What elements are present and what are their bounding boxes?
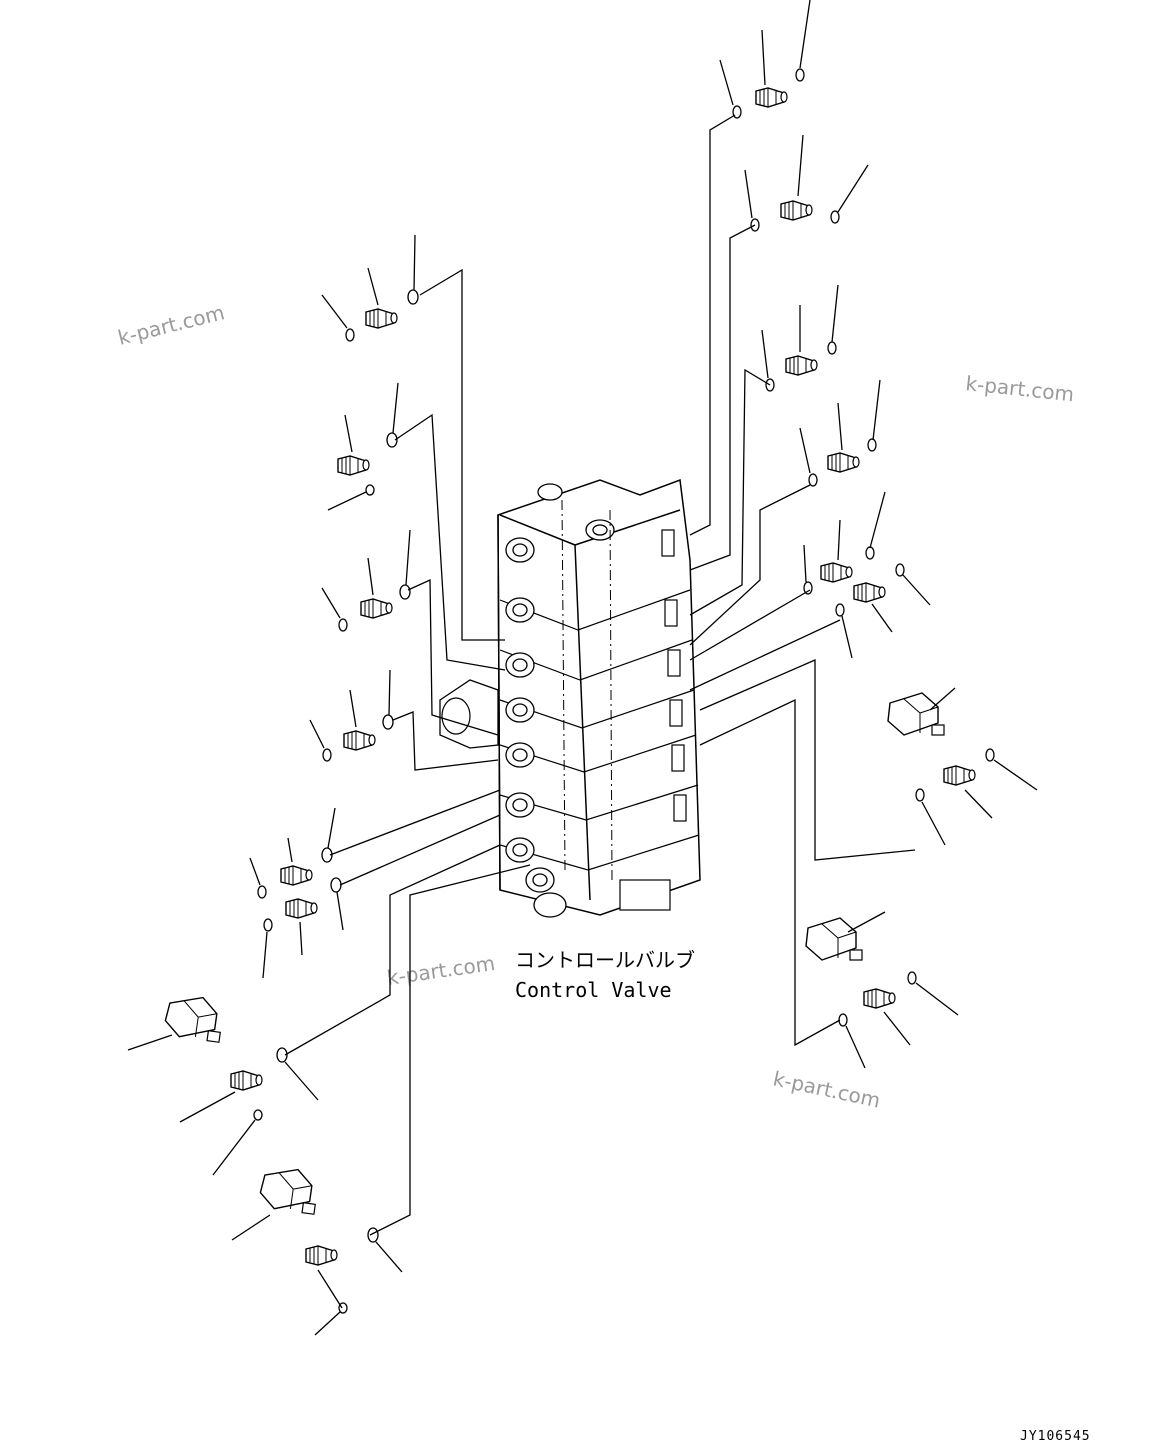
drawing-code: JY106545: [1020, 1429, 1091, 1444]
hidden-lines: [561, 499, 613, 881]
watermark: k-part.com: [771, 1066, 883, 1112]
part-label-en: Control Valve: [515, 978, 672, 1002]
watermark: k-part.com: [385, 951, 496, 990]
o-ring-group: [212, 0, 1038, 1336]
watermark: k-part.com: [964, 371, 1075, 406]
watermark: k-part.com: [115, 300, 226, 350]
leader-lines: [284, 114, 916, 1236]
control-valve-body: [439, 478, 701, 918]
part-label-jp: コントロールバルブ: [515, 948, 695, 972]
spool-ports: [505, 483, 615, 918]
fitting-group: [179, 29, 993, 1266]
side-ports: [619, 529, 687, 911]
sensor-group: [127, 687, 956, 1309]
